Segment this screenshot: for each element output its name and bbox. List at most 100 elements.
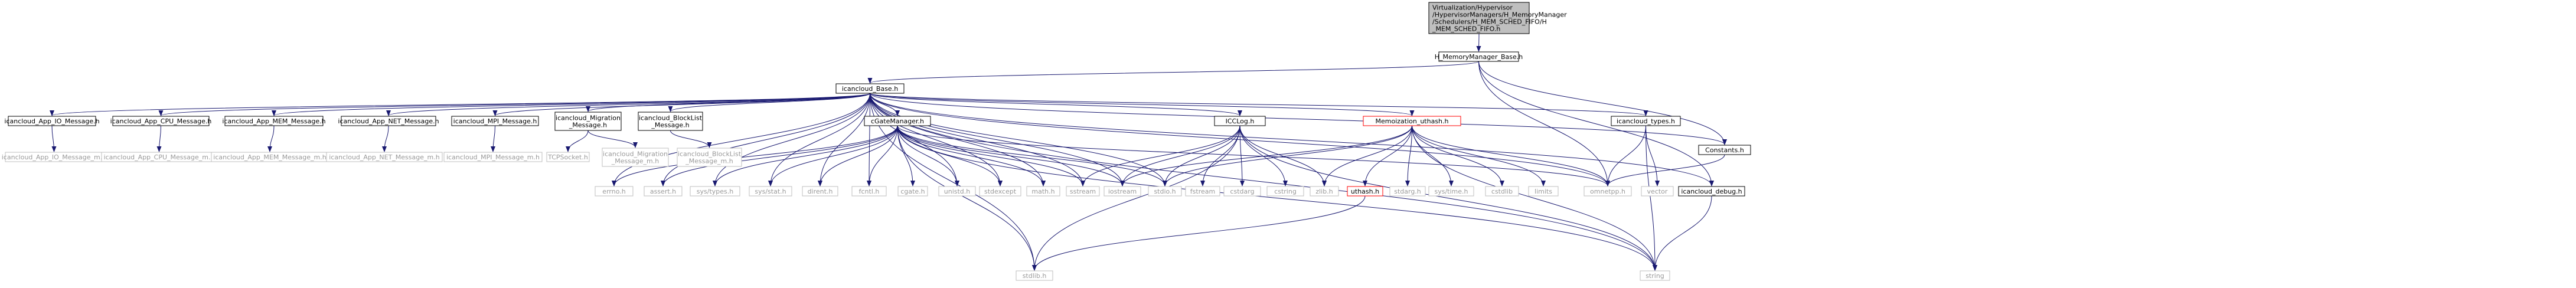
node-label-block_m: _Message_m.h xyxy=(685,158,733,165)
node-label-block_m: icancloud_BlockList xyxy=(678,150,742,158)
edge-base-to-cpu xyxy=(159,93,870,116)
node-cpu[interactable]: icancloud_App_CPU_Message.h xyxy=(110,116,212,126)
node-mig_m: icancloud_Migration_Message_m.h xyxy=(602,148,669,167)
edge-types-to-omnetpp xyxy=(1605,125,1646,186)
node-box-string xyxy=(1640,270,1670,281)
node-math: math.h xyxy=(1026,186,1060,197)
node-label-systime: sys/time.h xyxy=(1435,188,1468,195)
node-box-omnetpp xyxy=(1584,186,1632,197)
node-label-base: icancloud_Base.h xyxy=(842,85,898,93)
node-mig[interactable]: icancloud_Migration_Message.h xyxy=(554,112,622,131)
node-box-hmm xyxy=(1438,51,1519,62)
node-mpi[interactable]: icancloud_MPI_Message.h xyxy=(451,116,539,126)
edge-types-to-vector xyxy=(1645,125,1660,186)
edge-cgate-to-sstream xyxy=(897,125,1085,186)
edge-icclog-to-cstdarg xyxy=(1239,125,1245,186)
edge-mpi-to-mpi_m xyxy=(491,125,496,152)
node-consts[interactable]: Constants.h xyxy=(1698,145,1751,155)
node-box-unistd xyxy=(938,186,976,197)
node-box-consts xyxy=(1698,145,1751,155)
node-box-vector xyxy=(1641,186,1674,197)
node-box-cgate xyxy=(864,116,931,126)
node-hmm[interactable]: H_MemoryManager_Base.h xyxy=(1435,51,1523,62)
edge-base-to-fcntl xyxy=(867,93,872,186)
node-net_m: icancloud_App_NET_Message_m.h xyxy=(326,152,443,162)
node-debug[interactable]: icancloud_debug.h xyxy=(1678,186,1745,197)
node-sstream: sstream xyxy=(1066,186,1100,197)
node-stdarg: stdarg.h xyxy=(1389,186,1426,197)
edge-memo-to-string xyxy=(1412,125,1657,271)
node-label-cpu_m: icancloud_App_CPU_Message_m.h xyxy=(104,153,215,161)
edge-base-to-io xyxy=(50,93,870,116)
edge-memo-to-zlib xyxy=(1322,125,1412,186)
node-cgate[interactable]: cGateManager.h xyxy=(864,116,931,126)
node-label-mig: icancloud_Migration xyxy=(556,114,621,122)
node-label-mig: _Message.h xyxy=(569,122,607,129)
node-block[interactable]: icancloud_BlockList_Message.h xyxy=(638,112,703,131)
edge-memo-to-systime xyxy=(1412,125,1454,186)
node-mem[interactable]: icancloud_App_MEM_Message.h xyxy=(222,116,326,126)
node-label-cstring: cstring xyxy=(1274,188,1297,195)
node-label-mpi: icancloud_MPI_Message.h xyxy=(453,117,537,125)
node-cgate2: cgate.h xyxy=(897,186,928,197)
node-sysstat: sys/stat.h xyxy=(749,186,792,197)
edge-mig-to-mig_m xyxy=(587,130,638,148)
edge-icclog-to-zlib xyxy=(1239,125,1327,186)
node-label-hmm: H_MemoryManager_Base.h xyxy=(1435,53,1523,61)
edge-hmm-to-debug xyxy=(1478,61,1714,186)
node-root[interactable]: Virtualization/Hypervisor/HypervisorMana… xyxy=(1428,2,1567,34)
edge-cgate-to-assert xyxy=(661,125,898,186)
edge-cgate-to-string xyxy=(897,125,1657,271)
edge-icclog-to-cstring xyxy=(1239,125,1288,186)
edge-uthash-to-stdlib xyxy=(1032,195,1366,271)
node-label-icclog: ICCLog.h xyxy=(1226,117,1255,125)
node-box-dirent xyxy=(802,186,838,197)
node-memo[interactable]: Memoization_uthash.h xyxy=(1363,116,1461,126)
node-base[interactable]: icancloud_Base.h xyxy=(835,83,905,94)
node-label-cgate2: cgate.h xyxy=(900,188,925,195)
edge-base-to-iostream xyxy=(870,93,1125,186)
node-net[interactable]: icancloud_App_NET_Message.h xyxy=(338,116,439,126)
node-box-zlib xyxy=(1310,186,1339,197)
node-box-mem xyxy=(224,116,324,126)
node-label-net_m: icancloud_App_NET_Message_m.h xyxy=(329,153,439,161)
edge-base-to-math xyxy=(870,93,1046,186)
node-icclog[interactable]: ICCLog.h xyxy=(1214,116,1266,126)
node-box-stdarg xyxy=(1389,186,1426,197)
edge-base-to-dirent xyxy=(818,93,870,186)
node-uthash[interactable]: uthash.h xyxy=(1347,186,1383,197)
node-label-math: math.h xyxy=(1031,188,1054,195)
edge-base-to-debug xyxy=(870,93,1714,186)
node-fcntl: fcntl.h xyxy=(851,186,887,197)
edge-mig-to-tcp xyxy=(566,130,589,152)
node-label-assert: assert.h xyxy=(650,188,676,195)
node-box-stdio xyxy=(1148,186,1182,197)
edge-cgate-to-unistd xyxy=(897,125,959,186)
node-io[interactable]: icancloud_App_IO_Message.h xyxy=(4,116,100,126)
node-label-root: _MEM_SCHED_FIFO.h xyxy=(1432,25,1500,33)
edge-base-to-mem xyxy=(272,93,870,116)
edge-root-to-hmm xyxy=(1476,33,1481,52)
node-box-math xyxy=(1026,186,1060,197)
edge-cgate-to-systypes xyxy=(713,125,898,186)
node-systime: sys/time.h xyxy=(1428,186,1474,197)
node-label-fcntl: fcntl.h xyxy=(859,188,880,195)
node-label-root: /HypervisorManagers/H_MemoryManager xyxy=(1432,11,1567,19)
edge-base-to-errno xyxy=(612,93,870,186)
edge-cgate-to-stdio xyxy=(897,125,1167,186)
edge-cgate-to-stdexcept xyxy=(897,125,1003,186)
node-label-cgate: cGateManager.h xyxy=(871,117,924,125)
edge-cgate-to-fcntl xyxy=(867,125,898,186)
edge-memo-to-iostream xyxy=(1120,125,1412,186)
node-string: string xyxy=(1640,270,1670,281)
node-label-fstream: fstream xyxy=(1190,188,1215,195)
node-box-stdlib xyxy=(1016,270,1053,281)
node-box-cstring xyxy=(1266,186,1304,197)
edge-base-to-sstream xyxy=(870,93,1085,186)
node-label-net: icancloud_App_NET_Message.h xyxy=(338,117,439,125)
node-types[interactable]: icancloud_types.h xyxy=(1611,116,1681,126)
edge-base-to-assert xyxy=(661,93,870,186)
edge-base-to-mig xyxy=(586,93,870,112)
node-systypes: sys/types.h xyxy=(690,186,740,197)
node-box-iostream xyxy=(1103,186,1141,197)
